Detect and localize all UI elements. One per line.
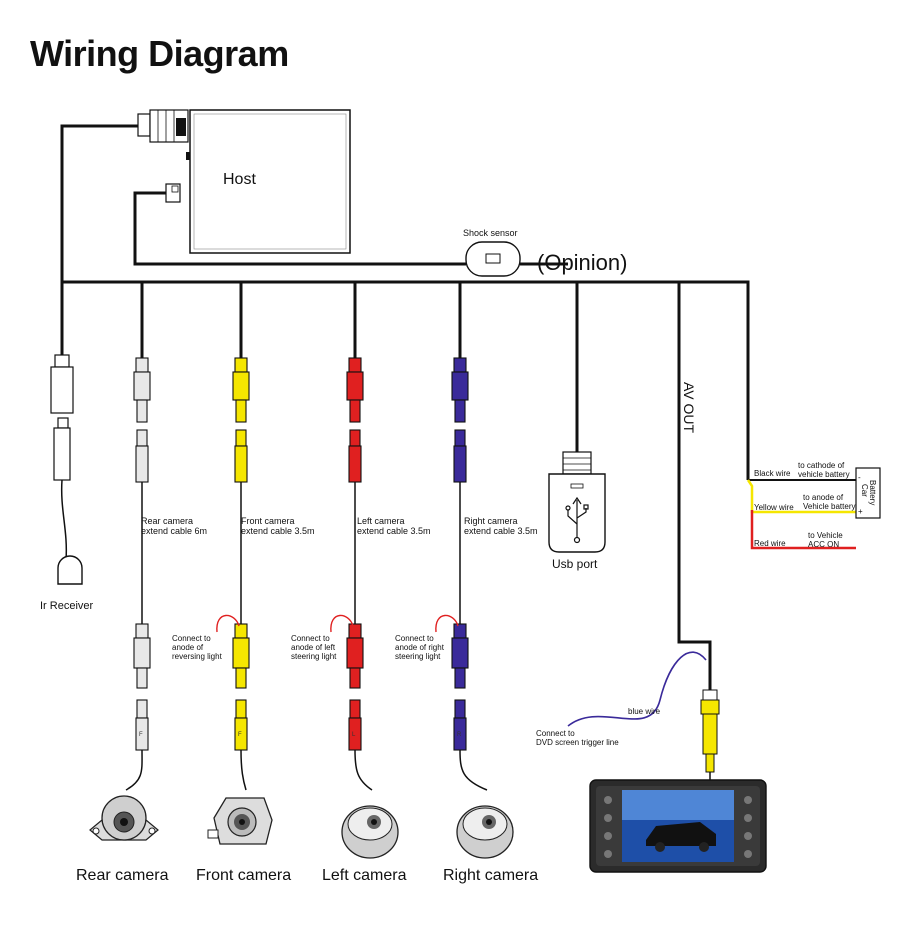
note-front-2: reversing light — [172, 652, 223, 661]
plug-letter-rear: F — [139, 732, 143, 738]
note-left-1: anode of left — [291, 643, 336, 652]
camera-label-front: Front camera — [196, 867, 291, 884]
red-wire-label: Red wire — [754, 539, 786, 548]
camera-rear-icon — [89, 795, 159, 841]
host-label: Host — [223, 171, 256, 188]
av-out-label: AV OUT — [681, 382, 697, 434]
black-wire-label: Black wire — [754, 469, 791, 478]
camera-label-right: Right camera — [443, 867, 538, 884]
dvd-trigger-wire: blue wire Connect to DVD screen trigger … — [536, 651, 720, 780]
usb-icon — [565, 496, 589, 544]
yellow-to-line2: Vehicle battery — [803, 502, 855, 511]
dvd-head-unit — [589, 779, 767, 873]
battery-label-1: Car — [860, 484, 869, 497]
ir-receiver-label: Ir Receiver — [40, 600, 94, 612]
camera-left-icon — [341, 805, 399, 859]
diagram-title: Wiring Diagram — [30, 33, 289, 74]
ir-sensor-icon — [57, 555, 83, 585]
ir-receiver-cable: Ir Receiver — [40, 354, 94, 612]
black-to-line2: vehicle battery — [798, 470, 850, 479]
camera-front-icon — [207, 797, 273, 845]
plug-letter-right: R — [457, 732, 462, 738]
cable-label-left-2: extend cable 3.5m — [357, 526, 431, 536]
blue-wire-label: blue wire — [628, 707, 661, 716]
yellow-wire-label: Yellow wire — [754, 503, 794, 512]
note-front-0: Connect to — [172, 634, 211, 643]
battery-plus: + — [858, 507, 863, 516]
battery-label-2: Battery — [868, 480, 877, 505]
cable-label-rear-1: Rear camera — [141, 516, 193, 526]
main-harness — [60, 124, 750, 690]
opinion-label: (Opinion) — [537, 250, 627, 275]
red-to-line1: to Vehicle — [808, 531, 843, 540]
camera-label-left: Left camera — [322, 867, 407, 884]
plug-letter-front: F — [238, 732, 242, 738]
dvd-connect-line2: DVD screen trigger line — [536, 738, 619, 747]
cable-label-left-1: Left camera — [357, 516, 405, 526]
host-unit: Host — [137, 109, 351, 254]
shock-sensor: Shock sensor (Opinion) — [463, 228, 627, 277]
plug-letter-left: L — [352, 732, 356, 738]
usb-port-label: Usb port — [552, 557, 598, 571]
black-to-line1: to cathode of — [798, 461, 845, 470]
note-left-2: steering light — [291, 652, 337, 661]
usb-port: Usb port — [548, 451, 606, 571]
power-wires: Black wire Yellow wire Red wire to catho… — [746, 461, 881, 550]
shock-sensor-label: Shock sensor — [463, 228, 518, 238]
note-right-2: steering light — [395, 652, 441, 661]
cable-label-rear-2: extend cable 6m — [141, 526, 207, 536]
cable-label-front-1: Front camera — [241, 516, 295, 526]
note-right-1: anode of right — [395, 643, 445, 652]
note-right-0: Connect to — [395, 634, 434, 643]
camera-right-icon — [456, 805, 514, 859]
red-to-line2: ACC ON — [808, 540, 839, 549]
cable-label-right-2: extend cable 3.5m — [464, 526, 538, 536]
battery-minus: - — [858, 473, 861, 482]
cable-label-front-2: extend cable 3.5m — [241, 526, 315, 536]
note-front-1: anode of — [172, 643, 204, 652]
cable-label-right-1: Right camera — [464, 516, 518, 526]
note-left-0: Connect to — [291, 634, 330, 643]
dvd-connect-line1: Connect to — [536, 729, 575, 738]
yellow-to-line1: to anode of — [803, 493, 844, 502]
battery-icon — [855, 467, 881, 519]
camera-label-rear: Rear camera — [76, 867, 169, 884]
